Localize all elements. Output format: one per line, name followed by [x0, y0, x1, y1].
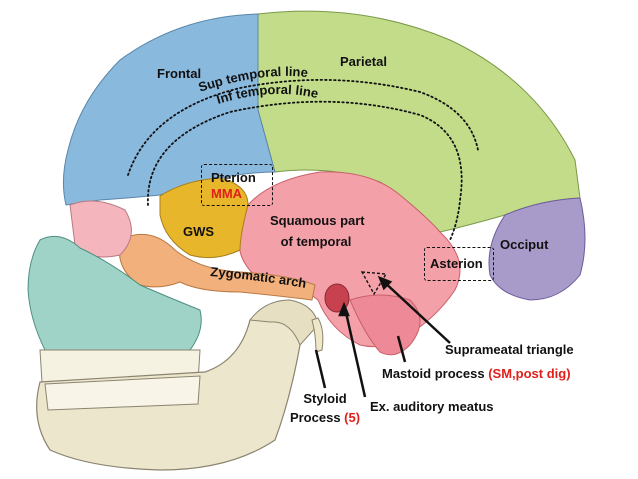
- mandible-condyle: [249, 299, 319, 346]
- styloid-note: (5): [344, 410, 361, 425]
- pterion-box: [201, 164, 273, 206]
- suprameatal-triangle-marker: [360, 271, 388, 296]
- mastoid-process-text: Mastoid process (SM,post dig): [382, 366, 571, 381]
- mastoid-pointer: [396, 335, 407, 363]
- meatus-pointer: [343, 307, 367, 398]
- sphenoid-greater-wing: [159, 177, 249, 259]
- pterion-label: Pterion: [211, 170, 256, 185]
- frontal-label: Frontal: [157, 66, 202, 81]
- asterion-box: [424, 247, 494, 281]
- lower-teeth: [44, 375, 201, 411]
- squamous-label-line1: Squamous part: [270, 213, 365, 228]
- styloid-pointer: [314, 349, 327, 389]
- mastoid-process-label: Mastoid process: [382, 366, 489, 381]
- mastoid-region: [349, 294, 421, 356]
- pointer-lines: [314, 275, 451, 398]
- styloid-process-shape: [311, 317, 324, 353]
- gws-label: GWS: [183, 224, 215, 239]
- meatus-arrowhead: [338, 301, 350, 317]
- suprameatal-triangle-label: Suprameatal triangle: [445, 342, 574, 357]
- asterion-label: Asterion: [430, 256, 483, 271]
- parietal-label: Parietal: [340, 54, 387, 69]
- styloid-label-line2: Process (5): [286, 410, 364, 425]
- mastoid-note: (SM,post dig): [488, 366, 571, 381]
- styloid-process-label: Process: [289, 410, 345, 425]
- ex-auditory-meatus-label: Ex. auditory meatus: [370, 399, 494, 414]
- occiput-label: Occiput: [500, 237, 549, 252]
- inf-temporal-line-curve: [147, 100, 463, 241]
- sup-temporal-line-curve: [127, 79, 479, 176]
- occipital-bone: [488, 197, 586, 301]
- suprameatal-arrowhead: [377, 275, 393, 291]
- zygomatic-arch-shape: [118, 233, 316, 301]
- mma-label: MMA: [211, 186, 243, 201]
- suprameatal-pointer: [381, 279, 451, 344]
- squamous-label-line2: of temporal: [280, 234, 352, 249]
- styloid-label-line1: Styloid: [303, 391, 347, 406]
